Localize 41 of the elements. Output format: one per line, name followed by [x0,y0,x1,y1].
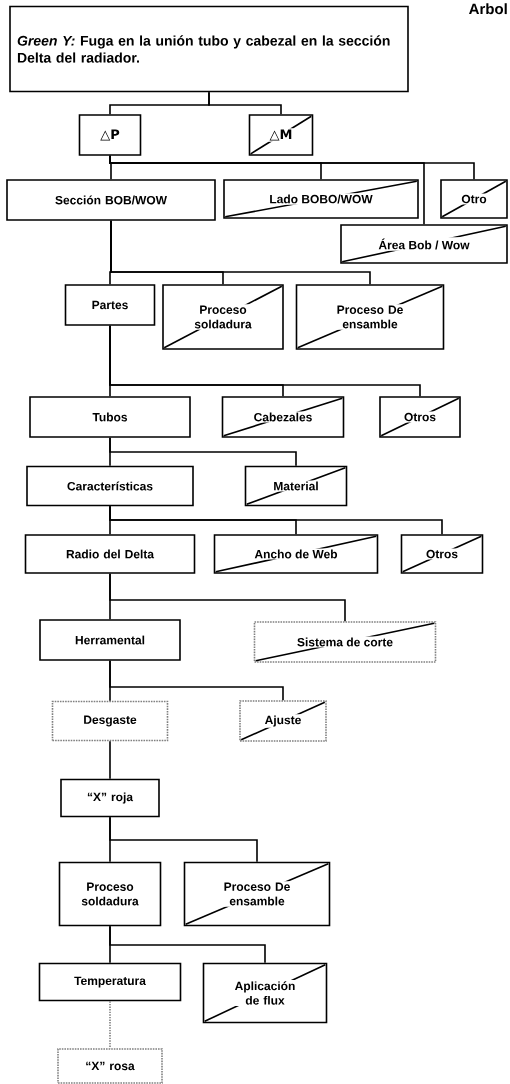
connector-line [110,220,371,285]
crossed-out-box: Proceso De ensamble [183,861,331,927]
connector-line [109,155,425,225]
connector-line [208,91,282,115]
connector-line [109,660,284,701]
crossed-out-box: Proceso soldadura [162,284,284,350]
crossed-out-box: Cabezales [221,396,345,438]
crossed-out-box: Aplicación de flux [202,962,328,1024]
branch-box: Proceso soldadura [58,861,162,927]
branch-box: “X” roja [60,778,160,818]
crossed-out-box: Material [244,465,348,507]
branch-box: Herramental [39,619,181,661]
connector-line [109,505,443,535]
connector-line [109,925,266,964]
branch-box: Características [26,465,194,507]
problem-box: Green Y: Fuga en la unión tubo y cabezal en la sección Delta del radiador. [9,5,409,93]
connector-line [109,740,111,780]
branch-box: Partes [64,284,156,326]
branch-box: Temperatura [38,962,182,1002]
crossed-out-box: Otros [400,534,484,574]
crossed-out-box: △M [248,114,314,156]
connector-line [109,325,421,397]
crossed-out-box: Otros [379,396,461,438]
connector-line [109,816,258,863]
crossed-out-box: Área Bob / Wow [340,224,508,264]
crossed-out-box: Otro [440,179,508,219]
connector-line [109,1000,111,1049]
crossed-out-box: Ajuste [239,700,327,742]
title: Arbol [469,3,507,15]
crossed-out-box: Lado BOBO/WOW [223,179,419,219]
branch-box: △P [78,114,142,156]
branch-box: Radio del Delta [24,534,196,574]
dotted-box: “X” rosa [57,1048,163,1084]
connector-line [109,573,346,622]
branch-box: Sección BOB/WOW [6,179,216,221]
crossed-out-box: Proceso De ensamble [295,284,445,350]
connector-line [109,437,297,467]
crossed-out-box: Sistema de corte [253,621,437,663]
dotted-box: Desgaste [51,700,169,742]
crossed-out-box: Ancho de Web [213,534,379,574]
branch-box: Tubos [29,396,191,438]
